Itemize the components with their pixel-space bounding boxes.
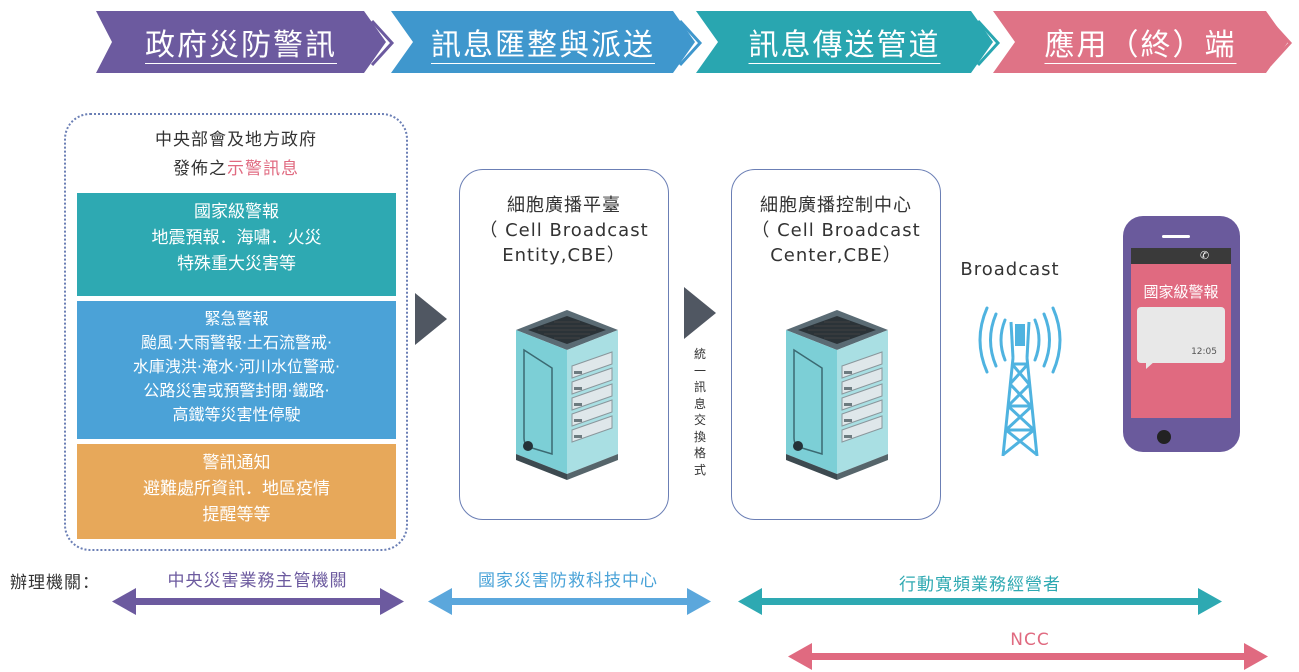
agency-ncc: NCC [1010,630,1050,650]
phone-status-bar [1131,248,1231,264]
vertical-char: 訊 [693,380,706,394]
flow-arrow-icon [684,287,716,339]
cbc-title-line: （ Cell Broadcast [751,220,921,241]
stage-transmission-channel: 訊息傳送管道 [696,11,993,73]
stage-message-dispatch: 訊息匯整與派送 [391,11,695,73]
cbc-title-line: Center,CBE） [770,245,902,266]
agencies-label: 辦理機關： [10,573,100,593]
stage-label: 訊息匯整與派送 [431,28,655,63]
cbe-title-line: （ Cell Broadcast [479,220,649,241]
level-alert-notice: 警訊通知 避難處所資訊．地區疫情 提醒等等 [77,444,396,539]
stage-government-alerts: 政府災防警訊 [96,11,386,73]
phone-speaker [1162,235,1190,238]
cbc-title-line: 細胞廣播控制中心 [760,195,912,216]
level-line: 避難處所資訊．地區疫情 [143,479,330,499]
agency-central: 中央災害業務主管機關 [167,571,348,591]
server-rack-icon [786,310,888,480]
cbe-title: 細胞廣播平臺 （ Cell Broadcast Entity,CBE） [459,193,669,268]
exchange-format-label: 統 一 訊 息 交 換 格 式 [690,346,710,478]
level-line: 水庫洩洪·淹水·河川水位警戒· [132,357,341,376]
stage-label: 政府災防警訊 [145,28,337,63]
agency-operators: 行動寬頻業務經營者 [899,575,1061,595]
vertical-char: 一 [693,363,706,378]
flow-arrow-icon [415,293,447,345]
stage-label: 訊息傳送管道 [748,28,941,63]
level-presidential-alert: 國家級警報 地震預報．海嘯．火災 特殊重大災害等 [77,193,396,296]
level-title: 警訊通知 [202,453,271,473]
cbe-panel [459,169,669,520]
message-tail-icon [1146,361,1155,369]
span-arrow-operators [738,588,1222,615]
chevron-right-icon [976,19,1001,67]
span-arrow-ncc [788,643,1268,670]
span-arrow-central [112,588,404,615]
level-title: 緊急警報 [204,309,269,328]
level-line: 地震預報．海嘯．火災 [151,228,322,248]
issuer-line2-prefix: 發佈之 [173,159,227,179]
alert-source-box [64,113,408,551]
agency-ncdr: 國家災害防救科技中心 [478,571,658,591]
level-line: 颱風·大雨警報·土石流警戒· [140,333,333,352]
chevron-right-icon [678,19,703,67]
level-line: 高鐵等災害性停駛 [172,405,301,424]
vertical-char: 式 [693,462,706,477]
issuer-heading: 中央部會及地方政府 發佈之示警訊息 [64,126,408,184]
phone-message-time: 12:05 [1191,347,1217,357]
phone-alert-title: 國家級警報 [1143,283,1219,301]
chevron-right-icon [1268,19,1293,67]
server-rack-icon [516,310,618,480]
phone-message-bubble [1137,307,1225,363]
cbc-panel [731,169,941,520]
chevron-right-icon [370,19,395,67]
issuer-line1: 中央部會及地方政府 [155,130,317,150]
level-line: 提醒等等 [202,505,271,525]
level-line: 特殊重大災害等 [177,254,296,274]
level-emergency-alert: 緊急警報 颱風·大雨警報·土石流警戒· 水庫洩洪·淹水·河川水位警戒· 公路災害… [77,301,396,439]
vertical-char: 息 [693,396,706,411]
cbe-title-line: 細胞廣播平臺 [507,195,621,216]
phone-home-button [1157,430,1171,444]
vertical-char: 交 [693,413,706,427]
vertical-char: 統 [693,347,706,361]
cbe-title-line: Entity,CBE） [502,245,626,266]
phone-call-icon: ✆ [1200,249,1210,262]
stage-label: 應用（終）端 [1044,28,1237,63]
vertical-char: 格 [693,446,706,460]
level-line: 公路災害或預警封閉·鐵路· [143,381,330,400]
cell-tower-icon [978,306,1062,457]
span-arrow-ncdr [428,588,711,615]
issuer-line2: 發佈之示警訊息 [64,155,408,184]
level-title: 國家級警報 [194,202,279,222]
issuer-line2-highlight: 示警訊息 [227,159,299,179]
cbc-title: 細胞廣播控制中心 （ Cell Broadcast Center,CBE） [731,193,941,268]
vertical-char: 換 [693,429,706,444]
broadcast-label: Broadcast [960,259,1060,280]
stage-end-device: 應用（終）端 [993,11,1288,73]
